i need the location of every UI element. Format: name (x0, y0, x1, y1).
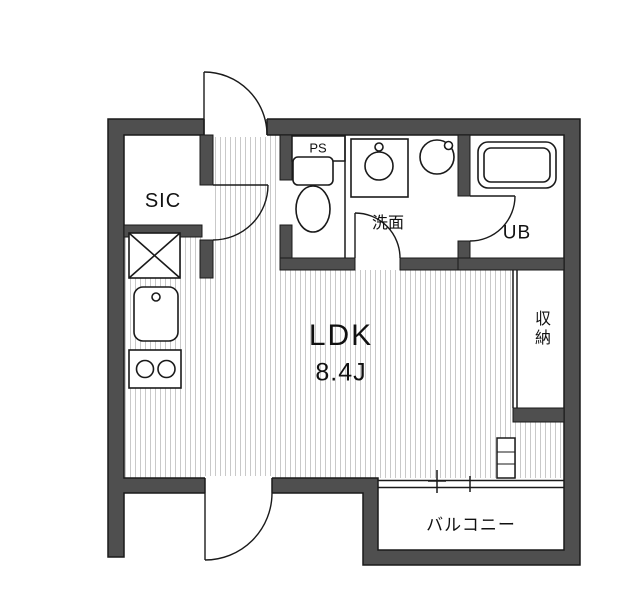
storage-doors (512, 270, 518, 408)
lower-opening (205, 476, 272, 495)
balcony-window (378, 470, 564, 493)
ldk-floor-hatch (124, 135, 564, 478)
washroom-door-arc (354, 212, 401, 259)
toilet-fixture (292, 156, 334, 233)
bath-door-arc (469, 195, 516, 242)
kitchen-sink-fixture (133, 286, 179, 342)
washbasin-fixture (350, 138, 409, 198)
room-label-ps: PS (309, 140, 327, 156)
stove-fixture (128, 349, 182, 389)
room-label-unit-bath: UB (502, 222, 532, 244)
entrance-door-arc (203, 71, 268, 136)
sic-door-arc (212, 184, 269, 241)
fixtures (128, 138, 557, 389)
door-swings (203, 71, 516, 561)
room-label-storage: 収納 (532, 310, 549, 348)
room-label-ldk: LDK (308, 319, 374, 352)
entrance-opening (204, 117, 267, 137)
room-label-ldk-size: 8.4J (315, 358, 367, 387)
round-sink-fixture (419, 139, 455, 175)
interior-walls (123, 134, 565, 423)
refrigerator-space (128, 232, 181, 279)
lower-door-arc (204, 492, 273, 561)
bathtub-fixture (477, 141, 557, 189)
room-label-washroom: 洗面 (371, 215, 405, 232)
water-heater-box (496, 437, 516, 479)
room-label-balcony: バルコニー (426, 515, 516, 535)
room-label-sic: SIC (144, 190, 182, 212)
